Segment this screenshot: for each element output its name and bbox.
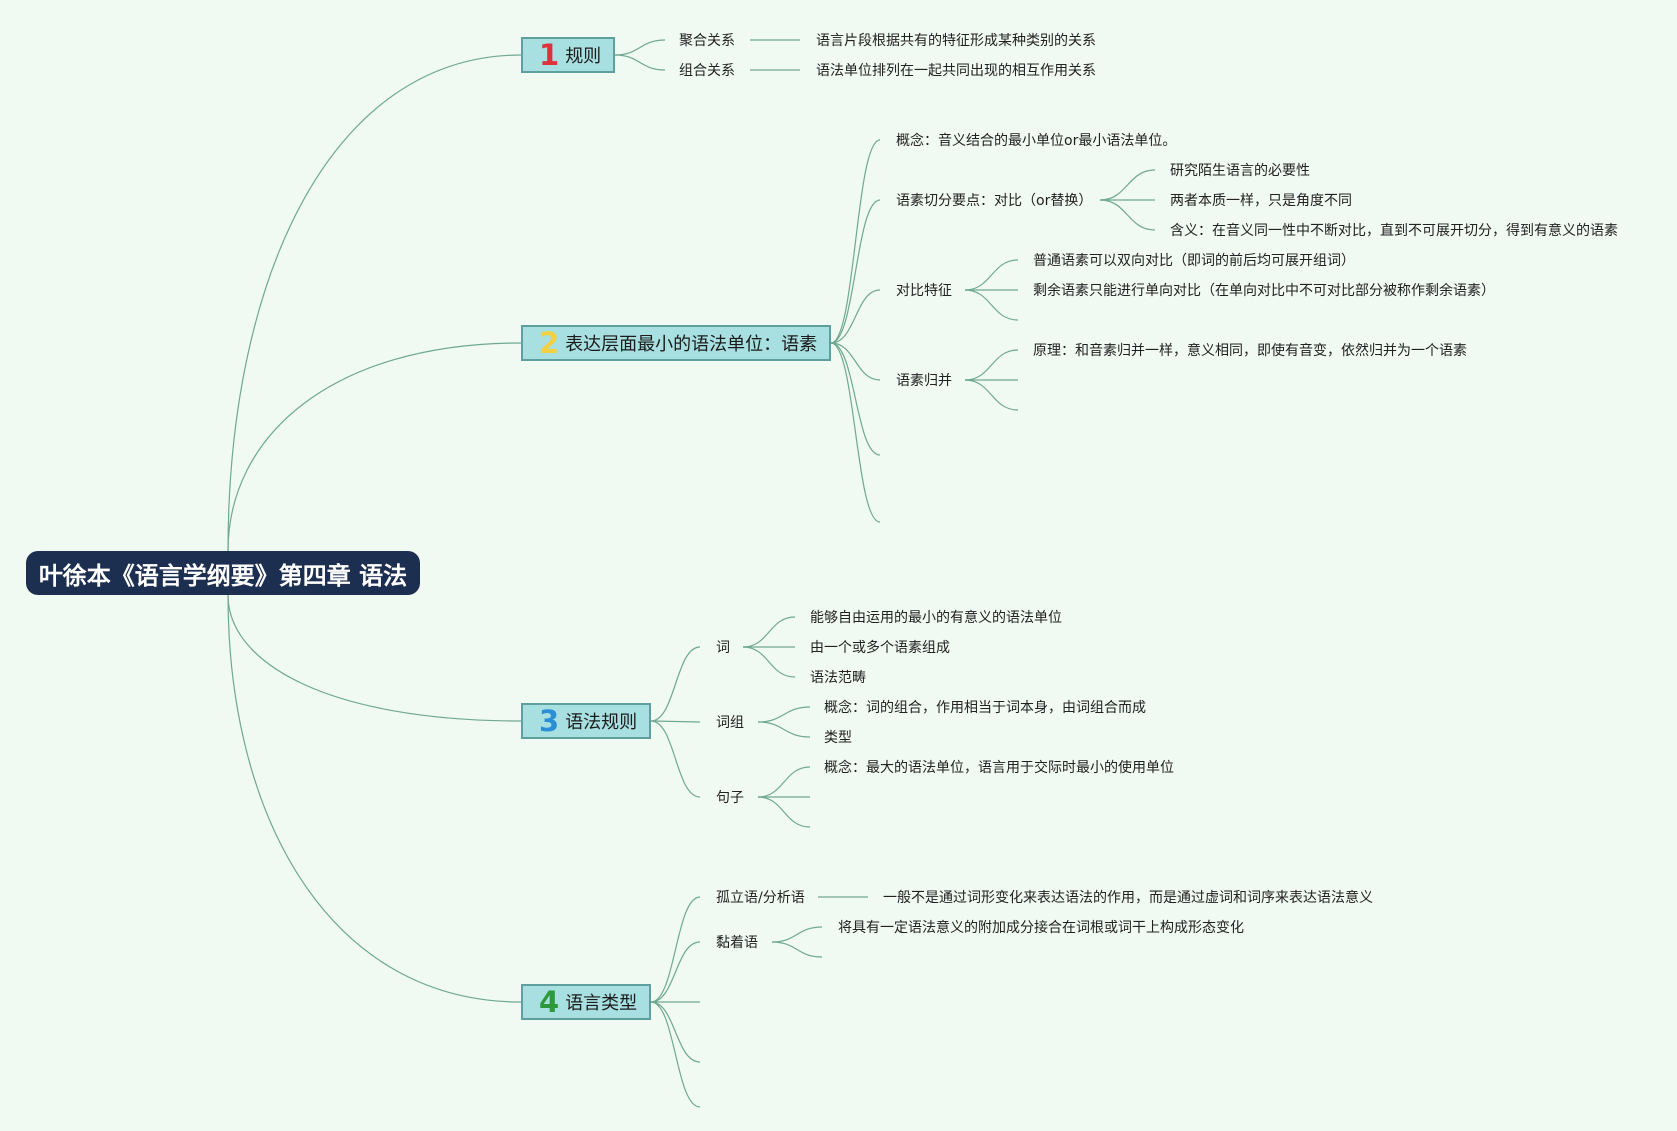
topic-label: 规则	[565, 46, 602, 67]
node-segmentation-meaning[interactable]: 含义：在音义同一性中不断对比，直到不可展开切分，得到有意义的语素	[1170, 223, 1618, 239]
connector-line-14	[1099, 169, 1156, 201]
node-paradigmatic-relation[interactable]: 聚合关系	[679, 33, 735, 49]
node-phrase[interactable]: 词组	[716, 715, 744, 731]
topic-grammar-rules[interactable]: 3 语法规则	[521, 703, 651, 739]
connector-line-29	[757, 706, 811, 723]
topic-number-3: 3	[539, 703, 560, 738]
connector-line-24	[650, 720, 701, 723]
connector-line-40	[771, 926, 823, 943]
connector-line-30	[757, 721, 811, 738]
connector-line-38	[650, 1001, 701, 1108]
connector-line-34	[650, 896, 701, 1003]
node-merge-principle[interactable]: 原理：和音素归并一样，意义相同，即使有音变，依然归并为一个语素	[1033, 343, 1467, 359]
node-contrast-unidirectional[interactable]: 剩余语素只能进行单向对比（在单向对比中不可对比部分被称作剩余语素）	[1033, 283, 1495, 299]
connector-line-17	[964, 259, 1019, 291]
connector-line-12	[830, 342, 881, 456]
node-syntagmatic-desc[interactable]: 语法单位排列在一起共同出现的相互作用关系	[816, 63, 1096, 79]
node-syntagmatic-relation[interactable]: 组合关系	[679, 63, 735, 79]
node-sentence[interactable]: 句子	[716, 790, 744, 806]
connector-line-4	[614, 39, 666, 56]
connector-line-9	[830, 199, 881, 344]
node-morpheme-merge[interactable]: 语素归并	[896, 373, 952, 389]
topic-number-2: 2	[539, 325, 560, 360]
connector-line-35	[650, 941, 701, 1003]
connector-line-41	[771, 941, 823, 958]
connector-line-2	[227, 594, 522, 722]
topic-number-4: 4	[539, 984, 560, 1019]
connector-line-8	[830, 139, 881, 344]
connector-line-31	[757, 766, 811, 798]
connector-line-28	[742, 646, 796, 678]
connector-line-22	[964, 379, 1019, 411]
node-morpheme-concept[interactable]: 概念：音义结合的最小单位or最小语法单位。	[896, 133, 1177, 149]
node-phrase-concept[interactable]: 概念：词的组合，作用相当于词本身，由词组合而成	[824, 700, 1146, 716]
connector-line-16	[1099, 199, 1156, 231]
connector-line-20	[964, 349, 1019, 381]
topic-rules[interactable]: 1 规则	[521, 37, 615, 73]
node-morpheme-segmentation[interactable]: 语素切分要点：对比（or替换）	[896, 193, 1093, 209]
node-agglutinative-language[interactable]: 黏着语	[716, 935, 758, 951]
node-segmentation-same-essence[interactable]: 两者本质一样，只是角度不同	[1170, 193, 1352, 209]
connector-line-0	[227, 54, 522, 552]
node-sentence-concept[interactable]: 概念：最大的语法单位，语言用于交际时最小的使用单位	[824, 760, 1174, 776]
node-segmentation-necessity[interactable]: 研究陌生语言的必要性	[1170, 163, 1310, 179]
node-paradigmatic-desc[interactable]: 语言片段根据共有的特征形成某种类别的关系	[816, 33, 1096, 49]
node-isolating-desc[interactable]: 一般不是通过词形变化来表达语法的作用，而是通过虚词和词序来表达语法意义	[883, 890, 1373, 906]
connector-line-37	[650, 1001, 701, 1063]
node-phrase-type[interactable]: 类型	[824, 730, 852, 746]
node-isolating-language[interactable]: 孤立语/分析语	[716, 890, 805, 906]
connector-line-26	[742, 616, 796, 648]
topic-label: 语法规则	[565, 712, 638, 733]
node-word-category[interactable]: 语法范畴	[810, 670, 866, 686]
connector-line-11	[830, 342, 881, 381]
central-topic[interactable]: 叶徐本《语言学纲要》第四章 语法	[26, 551, 420, 595]
connector-line-33	[757, 796, 811, 828]
connector-line-13	[830, 342, 881, 523]
node-word-definition[interactable]: 能够自由运用的最小的有意义的语法单位	[810, 610, 1062, 626]
connector-line-3	[227, 594, 522, 1003]
topic-morpheme[interactable]: 2 表达层面最小的语法单位：语素	[521, 325, 831, 361]
connector-line-10	[830, 289, 881, 344]
topic-number-1: 1	[539, 37, 560, 72]
topic-label: 表达层面最小的语法单位：语素	[565, 334, 818, 355]
node-word[interactable]: 词	[716, 640, 730, 656]
node-contrast-features[interactable]: 对比特征	[896, 283, 952, 299]
connector-line-19	[964, 289, 1019, 321]
node-contrast-bidirectional[interactable]: 普通语素可以双向对比（即词的前后均可展开组词）	[1033, 253, 1355, 269]
topic-language-types[interactable]: 4 语言类型	[521, 984, 651, 1020]
connector-line-5	[614, 54, 666, 71]
node-agglutinative-desc[interactable]: 将具有一定语法意义的附加成分接合在词根或词干上构成形态变化	[838, 920, 1244, 936]
connector-line-25	[650, 720, 701, 798]
connector-line-23	[650, 646, 701, 722]
connector-line-1	[227, 342, 522, 552]
node-word-composition[interactable]: 由一个或多个语素组成	[810, 640, 950, 656]
topic-label: 语言类型	[565, 993, 638, 1014]
